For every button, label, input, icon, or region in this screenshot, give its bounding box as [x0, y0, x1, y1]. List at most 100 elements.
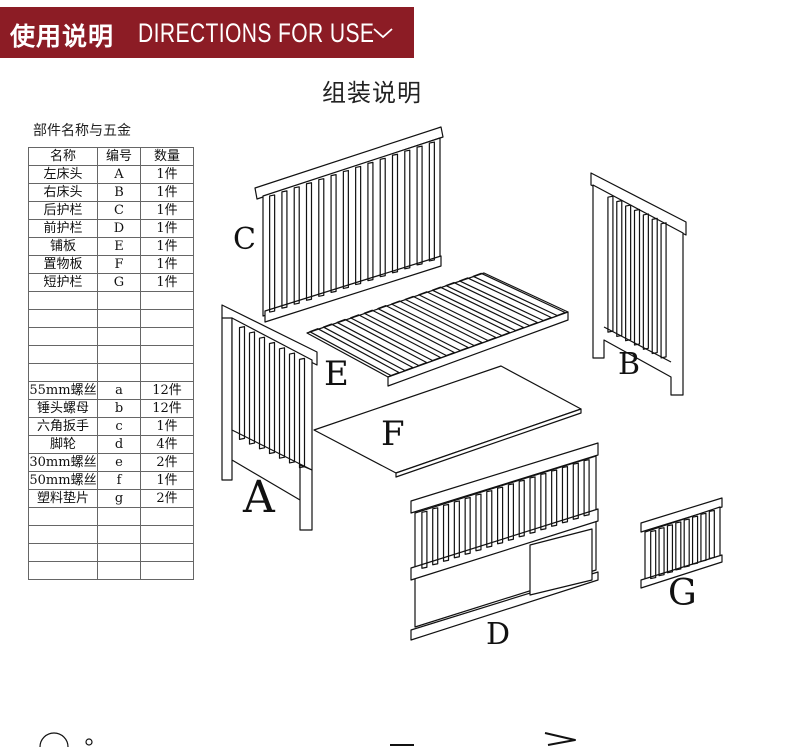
table-row	[28, 345, 194, 364]
banner-title-en: DIRECTIONS FOR USE	[138, 18, 375, 48]
c-slat	[342, 169, 349, 290]
label-g: G	[668, 573, 697, 614]
a-slat	[298, 357, 306, 469]
label-a: A	[243, 472, 275, 523]
d-slat	[572, 462, 579, 520]
b-slat	[651, 217, 658, 355]
part-name-cell: 后护栏	[28, 201, 98, 220]
chevron-down-icon	[373, 28, 393, 39]
part-name-cell: 六角扳手	[28, 417, 98, 436]
d-slat	[540, 472, 547, 531]
e-slat	[309, 328, 400, 377]
a-slat	[288, 352, 296, 464]
right-headboard-b-drawing	[590, 172, 687, 396]
part-qty-cell: 1件	[140, 201, 194, 220]
d-slat	[453, 500, 460, 559]
g-slat	[650, 529, 657, 580]
table-row	[28, 561, 194, 580]
c-slat	[379, 157, 386, 278]
c-slat	[355, 165, 362, 286]
b-slat	[660, 222, 667, 359]
e-slat	[377, 305, 469, 352]
table-header-row: 名称 编号 数量	[28, 147, 194, 166]
d-slat	[583, 459, 590, 517]
assembly-title: 组装说明	[322, 79, 422, 107]
e-slat	[363, 309, 455, 357]
d-slat	[518, 479, 525, 538]
d-slat	[496, 486, 504, 545]
front-rail-d-drawing	[410, 442, 599, 641]
part-qty-cell: 1件	[140, 183, 194, 202]
shelf-board-f-drawing	[313, 365, 582, 478]
e-slat	[390, 300, 483, 347]
label-c: C	[233, 222, 256, 257]
g-slat	[675, 521, 682, 571]
b-slat	[633, 208, 641, 346]
part-qty-cell: 1件	[140, 255, 194, 274]
part-qty-cell: 1件	[140, 219, 194, 238]
d-slat	[507, 483, 515, 541]
parts-caption: 部件名称与五金	[33, 123, 131, 139]
g-slat	[700, 512, 707, 562]
e-slat	[322, 323, 414, 372]
part-name-cell: 短护栏	[28, 273, 98, 292]
table-row	[28, 309, 194, 328]
label-d: D	[486, 617, 511, 652]
e-slat	[404, 295, 497, 342]
e-slat	[458, 277, 552, 322]
g-slat	[691, 515, 699, 565]
table-row	[28, 363, 194, 382]
left-headboard-a-drawing	[221, 304, 318, 531]
short-rail-g-drawing	[640, 497, 723, 589]
part-qty-cell: 12件	[140, 381, 194, 400]
part-qty-cell: 2件	[140, 489, 194, 508]
bottom-hardware-icons	[39, 732, 576, 747]
d-slat	[551, 469, 558, 527]
c-slat	[416, 145, 423, 266]
part-name-cell: 铺板	[28, 237, 98, 256]
e-slat	[431, 286, 525, 332]
d-slat	[529, 476, 536, 534]
g-slat	[666, 524, 674, 574]
table-row	[28, 291, 194, 310]
back-rail-c-drawing	[254, 126, 444, 323]
label-b: B	[618, 347, 641, 382]
part-name-cell: 50mm螺丝	[28, 471, 98, 490]
part-qty-cell: 1件	[140, 165, 194, 184]
b-slat	[625, 204, 632, 342]
mattress-base-e-drawing	[306, 272, 569, 387]
d-slat	[475, 493, 482, 552]
c-slat	[330, 174, 337, 293]
d-slat	[421, 510, 428, 569]
a-slat	[238, 326, 246, 440]
g-slat	[658, 527, 665, 577]
label-e: E	[324, 354, 349, 394]
e-slat	[445, 281, 538, 327]
a-slat	[248, 331, 256, 445]
a-slat	[278, 347, 286, 459]
c-slat	[305, 182, 313, 301]
d-slat	[561, 465, 569, 524]
e-slat	[350, 314, 442, 362]
c-slat	[281, 190, 288, 309]
part-name-cell: 脚轮	[28, 435, 98, 454]
part-name-cell: 前护栏	[28, 219, 98, 238]
d-slat	[464, 496, 471, 555]
part-qty-cell	[140, 561, 194, 580]
c-slat	[367, 161, 374, 282]
a-slat	[268, 341, 276, 455]
c-slat	[404, 149, 411, 270]
